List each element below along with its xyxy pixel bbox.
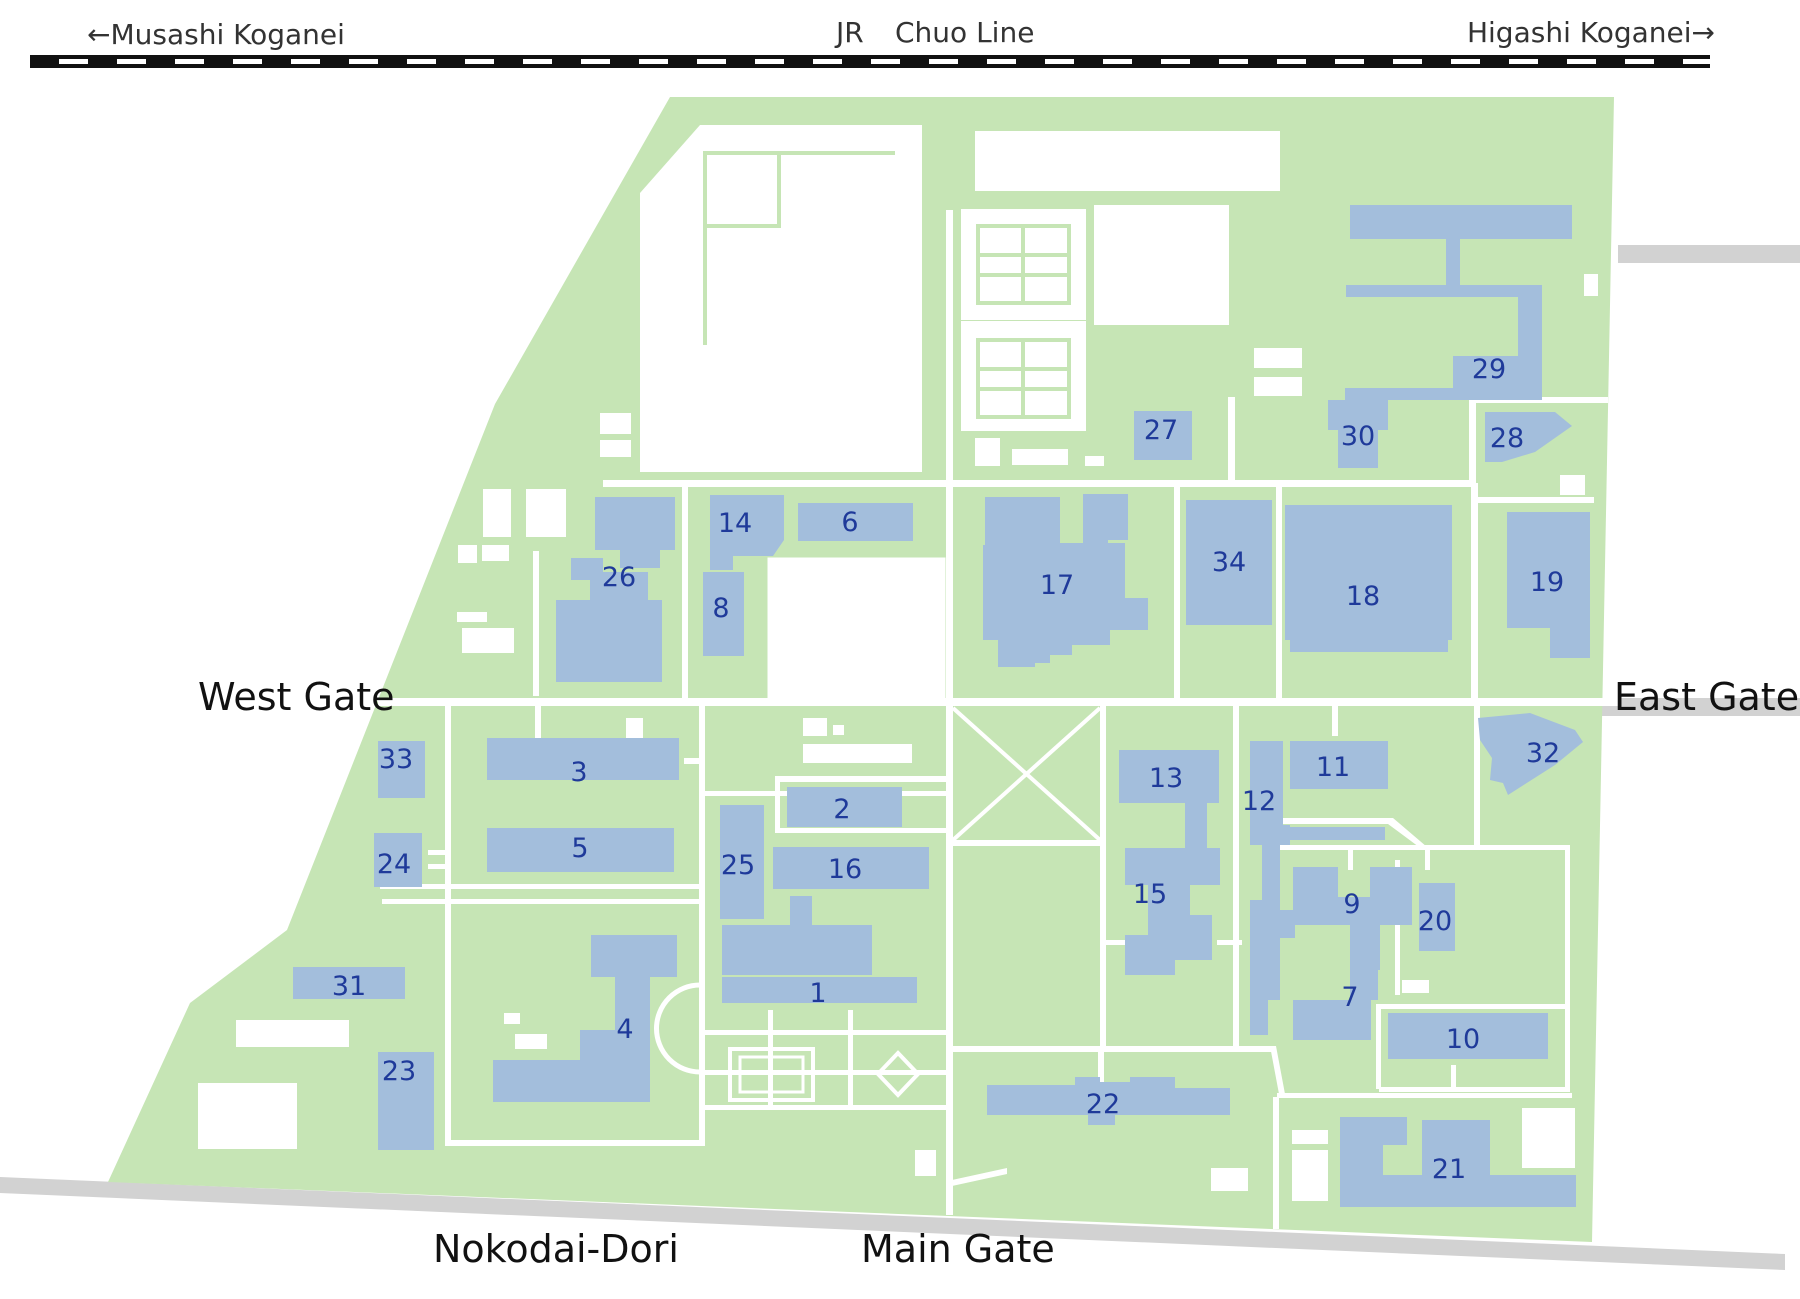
building-label-27: 27 (1144, 415, 1178, 446)
rail-tie (1248, 56, 1277, 67)
rail-tie (1016, 56, 1045, 67)
building-label-7: 7 (1341, 982, 1358, 1013)
building-label-31: 31 (332, 971, 366, 1002)
rail-tie (958, 56, 987, 67)
rail-tie (784, 56, 813, 67)
rail-tie (842, 56, 871, 67)
rail-tie (1596, 56, 1625, 67)
rail-track (30, 55, 1710, 68)
rail-tie (378, 56, 407, 67)
rail-tie (262, 56, 291, 67)
rail-tie (668, 56, 697, 67)
rail-tie (1306, 56, 1335, 67)
fountain-area (654, 982, 921, 1102)
rail-tie (88, 56, 117, 67)
rail-label-higashi-koganei: Higashi Koganei→ (1467, 16, 1715, 49)
building-label-34: 34 (1212, 547, 1246, 578)
rail-tie (1074, 56, 1103, 67)
building-label-20: 20 (1418, 906, 1452, 937)
rail-tie (1422, 56, 1451, 67)
rail-tie (436, 56, 465, 67)
field-markings (703, 151, 1071, 419)
building-label-6: 6 (841, 507, 858, 538)
campus-paths (378, 210, 1618, 1229)
rail-tie (320, 56, 349, 67)
road-nokodai-dori (0, 1177, 1785, 1270)
rail-label-jr: JR (834, 16, 864, 49)
building-label-8: 8 (712, 593, 729, 624)
building-label-12: 12 (1242, 786, 1276, 817)
building-label-9: 9 (1343, 889, 1360, 920)
building-label-19: 19 (1530, 567, 1564, 598)
building-label-25: 25 (721, 850, 755, 881)
building-label-22: 22 (1086, 1089, 1120, 1120)
building-label-24: 24 (377, 849, 411, 880)
building-label-15: 15 (1133, 879, 1167, 910)
rail-tie (552, 56, 581, 67)
main-gate-label: Main Gate (861, 1227, 1055, 1271)
rail-tie (1132, 56, 1161, 67)
buildings (293, 205, 1590, 1207)
building-label-4: 4 (616, 1014, 633, 1045)
rail-tie (900, 56, 929, 67)
east-road-upper (1618, 245, 1800, 263)
building-label-32: 32 (1526, 738, 1560, 769)
building-label-3: 3 (570, 757, 587, 788)
building-label-5: 5 (571, 833, 588, 864)
building-label-17: 17 (1040, 570, 1074, 601)
rail-tie (204, 56, 233, 67)
rail-label-chuo-line: Chuo Line (895, 16, 1034, 49)
building-label-11: 11 (1316, 752, 1350, 783)
rail-tie (610, 56, 639, 67)
building-label-1: 1 (809, 978, 826, 1009)
building-label-16: 16 (828, 854, 862, 885)
building-label-28: 28 (1490, 423, 1524, 454)
building-label-2: 2 (833, 794, 850, 825)
west-gate-label: West Gate (198, 675, 395, 719)
building-label-26: 26 (602, 562, 636, 593)
rail-label-musashi-koganei: ←Musashi Koganei (87, 18, 345, 51)
building-label-18: 18 (1346, 581, 1380, 612)
east-gate-label: East Gate (1614, 675, 1799, 719)
building-label-13: 13 (1149, 763, 1183, 794)
rail-tie (1364, 56, 1393, 67)
rail-tie (1480, 56, 1509, 67)
rail-tie (30, 56, 59, 67)
building-label-23: 23 (382, 1056, 416, 1087)
rail-tie (146, 56, 175, 67)
building-label-30: 30 (1341, 421, 1375, 452)
rail-tie (1190, 56, 1219, 67)
building-labels: 1 2 3 4 5 6 7 8 9 10 11 12 13 14 15 16 1… (332, 354, 1564, 1185)
rail-tie (1538, 56, 1567, 67)
east-road-gate (1602, 698, 1800, 716)
nokodai-dori-label: Nokodai-Dori (433, 1227, 679, 1271)
rail-tie (494, 56, 523, 67)
rail-tie (1654, 56, 1683, 67)
rail-tie (726, 56, 755, 67)
building-label-33: 33 (379, 744, 413, 775)
building-label-10: 10 (1446, 1024, 1480, 1055)
building-label-14: 14 (718, 508, 752, 539)
quad-paths (767, 557, 946, 703)
building-label-21: 21 (1432, 1154, 1466, 1185)
building-label-29: 29 (1472, 354, 1506, 385)
